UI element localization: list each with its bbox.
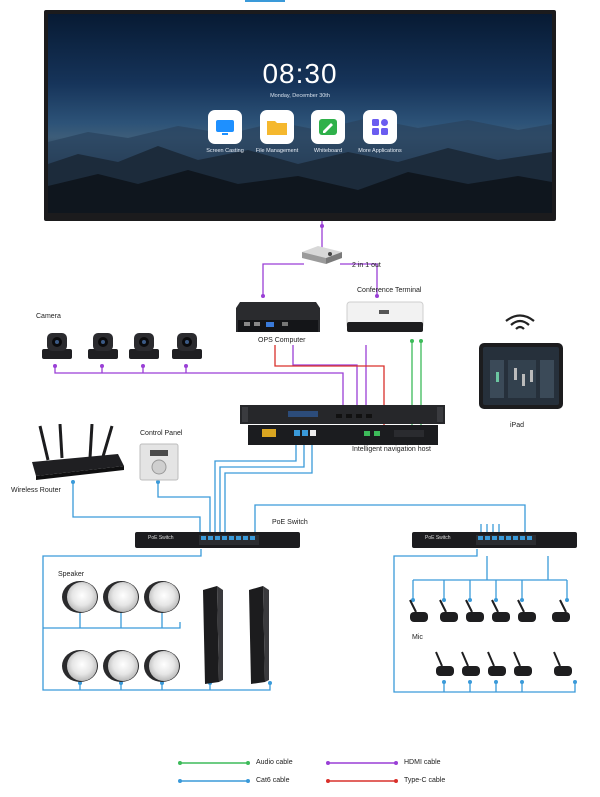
poe-switch-right <box>412 532 577 548</box>
mic-group <box>409 599 572 676</box>
control-panel-label: Control Panel <box>140 430 183 437</box>
camera-1 <box>42 333 72 359</box>
column-speaker-2 <box>249 586 269 684</box>
legend-hdmi-label: HDMI cable <box>404 759 441 766</box>
poe-switch-left <box>135 532 300 548</box>
legend-hdmi-line <box>326 761 398 765</box>
router-label: Wireless Router <box>11 487 61 494</box>
apps-grid-icon <box>372 119 388 135</box>
clock-date: Monday, December 30th <box>270 93 330 99</box>
conference-label: Conference Terminal <box>357 287 422 294</box>
app-label-file-management: File Management <box>255 148 299 154</box>
camera-label: Camera <box>36 313 61 320</box>
ipad <box>479 343 563 409</box>
wireless-router <box>32 424 124 480</box>
camera-group <box>42 333 202 359</box>
ceiling-speaker-6 <box>144 650 180 682</box>
legend-cat6-label: Cat6 cable <box>256 777 290 784</box>
mountain-scenery <box>48 118 552 213</box>
speaker-group <box>62 581 269 684</box>
display-wallpaper: 08:30 Monday, December 30th Screen Casti… <box>48 14 552 213</box>
wifi-icon <box>505 314 535 330</box>
legend-typec-line <box>326 779 398 783</box>
ipad-label: iPad <box>510 422 525 429</box>
app-label-more-applications: More Applications <box>358 148 402 154</box>
interactive-display: 08:30 Monday, December 30th Screen Casti… <box>44 10 556 221</box>
ceiling-speaker-1 <box>62 581 98 613</box>
ceiling-speaker-2 <box>103 581 139 613</box>
mic-label: Mic <box>412 634 423 641</box>
desk-mic-11 <box>553 651 572 676</box>
clock-time: 08:30 <box>262 58 338 89</box>
nav-host-label: Intelligent navigation host <box>352 446 431 453</box>
app-more-applications[interactable] <box>363 110 397 144</box>
switcher-label: 2 in 1 out <box>352 262 381 269</box>
desk-mic-4 <box>491 599 510 622</box>
desk-mic-10 <box>513 651 532 676</box>
ceiling-speaker-3 <box>144 581 180 613</box>
legend-lines <box>178 761 398 783</box>
app-screen-casting[interactable] <box>208 110 242 144</box>
control-panel <box>139 443 179 481</box>
column-speaker-1 <box>203 586 223 684</box>
ops-computer <box>236 302 320 332</box>
conference-terminal <box>346 301 424 332</box>
pen-icon <box>319 119 337 135</box>
app-whiteboard[interactable] <box>311 110 345 144</box>
desk-mic-7 <box>435 651 454 676</box>
poe-switch-right-tag: PoE Switch <box>425 535 451 541</box>
poe-label: PoE Switch <box>272 519 308 526</box>
screen-cast-icon <box>216 120 234 135</box>
folder-icon <box>267 121 287 135</box>
desk-mic-8 <box>461 651 480 676</box>
poe-switch-left-tag: PoE Switch <box>148 535 174 541</box>
ops-label: OPS Computer <box>258 337 306 344</box>
hdmi-switcher <box>302 246 342 264</box>
desk-mic-2 <box>439 599 458 622</box>
audio-connectors <box>410 339 423 343</box>
legend-audio-line <box>178 761 250 765</box>
camera-4 <box>172 333 202 359</box>
cat6-connectors <box>71 480 577 685</box>
desk-mic-3 <box>465 599 484 622</box>
desk-mic-6 <box>552 599 570 622</box>
ceiling-speaker-5 <box>103 650 139 682</box>
typec-cables <box>274 345 385 432</box>
navigation-host <box>240 405 445 445</box>
legend-cat6-line <box>178 779 250 783</box>
camera-2 <box>88 333 118 359</box>
ceiling-speaker-4 <box>62 650 98 682</box>
desk-mic-1 <box>409 599 428 622</box>
legend-typec-label: Type-C cable <box>404 777 446 784</box>
app-file-management[interactable] <box>260 110 294 144</box>
top-marker <box>245 0 285 2</box>
app-label-screen-casting: Screen Casting <box>206 148 244 154</box>
legend-audio-label: Audio cable <box>256 759 293 766</box>
desk-mic-5 <box>517 599 536 622</box>
app-label-whiteboard: Whiteboard <box>313 148 343 154</box>
speaker-label: Speaker <box>58 571 85 578</box>
camera-3 <box>129 333 159 359</box>
desk-mic-9 <box>487 651 506 676</box>
